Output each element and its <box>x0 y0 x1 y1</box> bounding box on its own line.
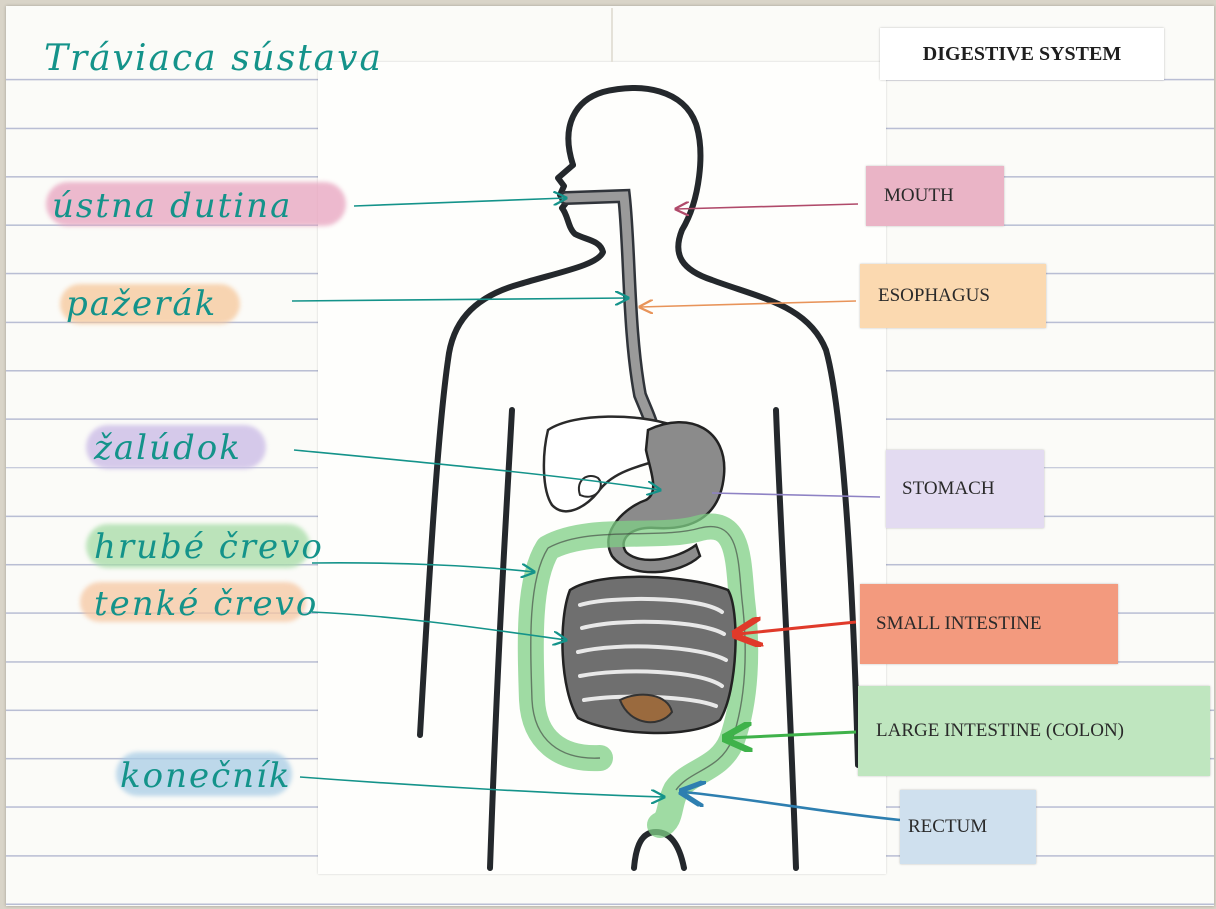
arrow-stomach-english <box>712 493 880 497</box>
esophagus-fill <box>566 196 652 426</box>
slovak-label-mouth: ústna dutina <box>52 186 292 226</box>
slovak-title: Tráviaca sústava <box>44 38 383 79</box>
right-torso-line <box>776 410 796 868</box>
arrow-esophagus-english <box>640 301 856 307</box>
slovak-label-stomach: žalúdok <box>94 428 242 468</box>
arrow-mouth-english <box>676 204 858 209</box>
card-rectum-label: RECTUM <box>908 816 987 838</box>
left-torso-line <box>490 410 512 868</box>
slovak-label-small-intestine: tenké črevo <box>94 584 318 624</box>
body-outline <box>420 88 858 868</box>
card-stomach-label: STOMACH <box>902 478 995 500</box>
card-large-intestine-label: LARGE INTESTINE (COLON) <box>876 720 1124 742</box>
card-mouth: MOUTH <box>866 166 1004 226</box>
arrow-esophagus-slovak <box>292 298 628 301</box>
english-title: DIGESTIVE SYSTEM <box>880 28 1164 80</box>
slovak-label-rectum: konečník <box>120 756 292 796</box>
arrow-rectum-slovak <box>300 777 664 797</box>
small-intestine-organ <box>562 577 735 733</box>
card-small-intestine: SMALL INTESTINE <box>860 584 1118 664</box>
arrow-mouth-slovak <box>354 198 566 206</box>
slovak-label-large-intestine: hrubé črevo <box>94 527 324 567</box>
card-mouth-label: MOUTH <box>884 185 954 207</box>
card-esophagus-label: ESOPHAGUS <box>878 285 990 307</box>
card-rectum: RECTUM <box>900 790 1036 864</box>
card-esophagus: ESOPHAGUS <box>860 264 1046 328</box>
slovak-label-esophagus: pažerák <box>66 284 217 324</box>
card-small-intestine-label: SMALL INTESTINE <box>876 613 1042 635</box>
card-stomach: STOMACH <box>886 450 1044 528</box>
card-large-intestine: LARGE INTESTINE (COLON) <box>858 686 1210 776</box>
